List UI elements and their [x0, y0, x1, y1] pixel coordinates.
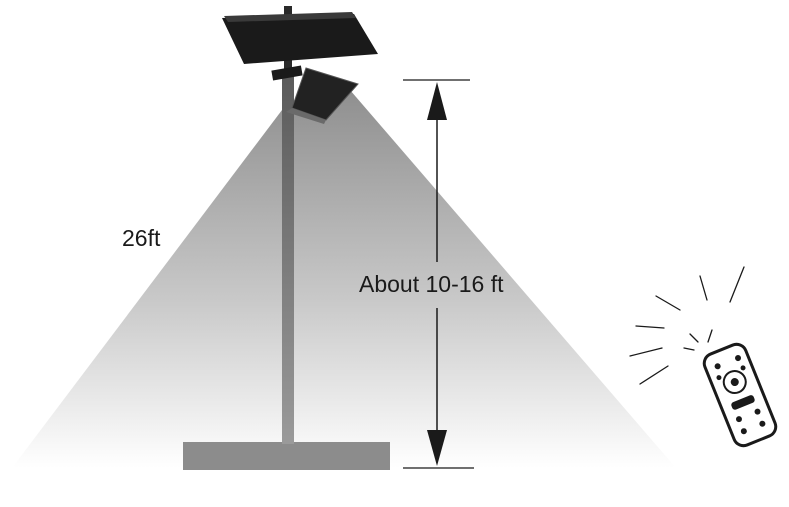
height-dimension [403, 79, 474, 469]
beam-width-label: 26ft [122, 225, 161, 251]
remote-control-icon [702, 342, 778, 448]
remote-signal-lines [629, 266, 745, 385]
mounting-height-label: About 10-16 ft [359, 271, 504, 297]
light-beam [12, 90, 676, 468]
solar-panel-icon [222, 12, 378, 64]
pole-base [183, 442, 390, 470]
flood-lamp-icon [271, 65, 359, 124]
